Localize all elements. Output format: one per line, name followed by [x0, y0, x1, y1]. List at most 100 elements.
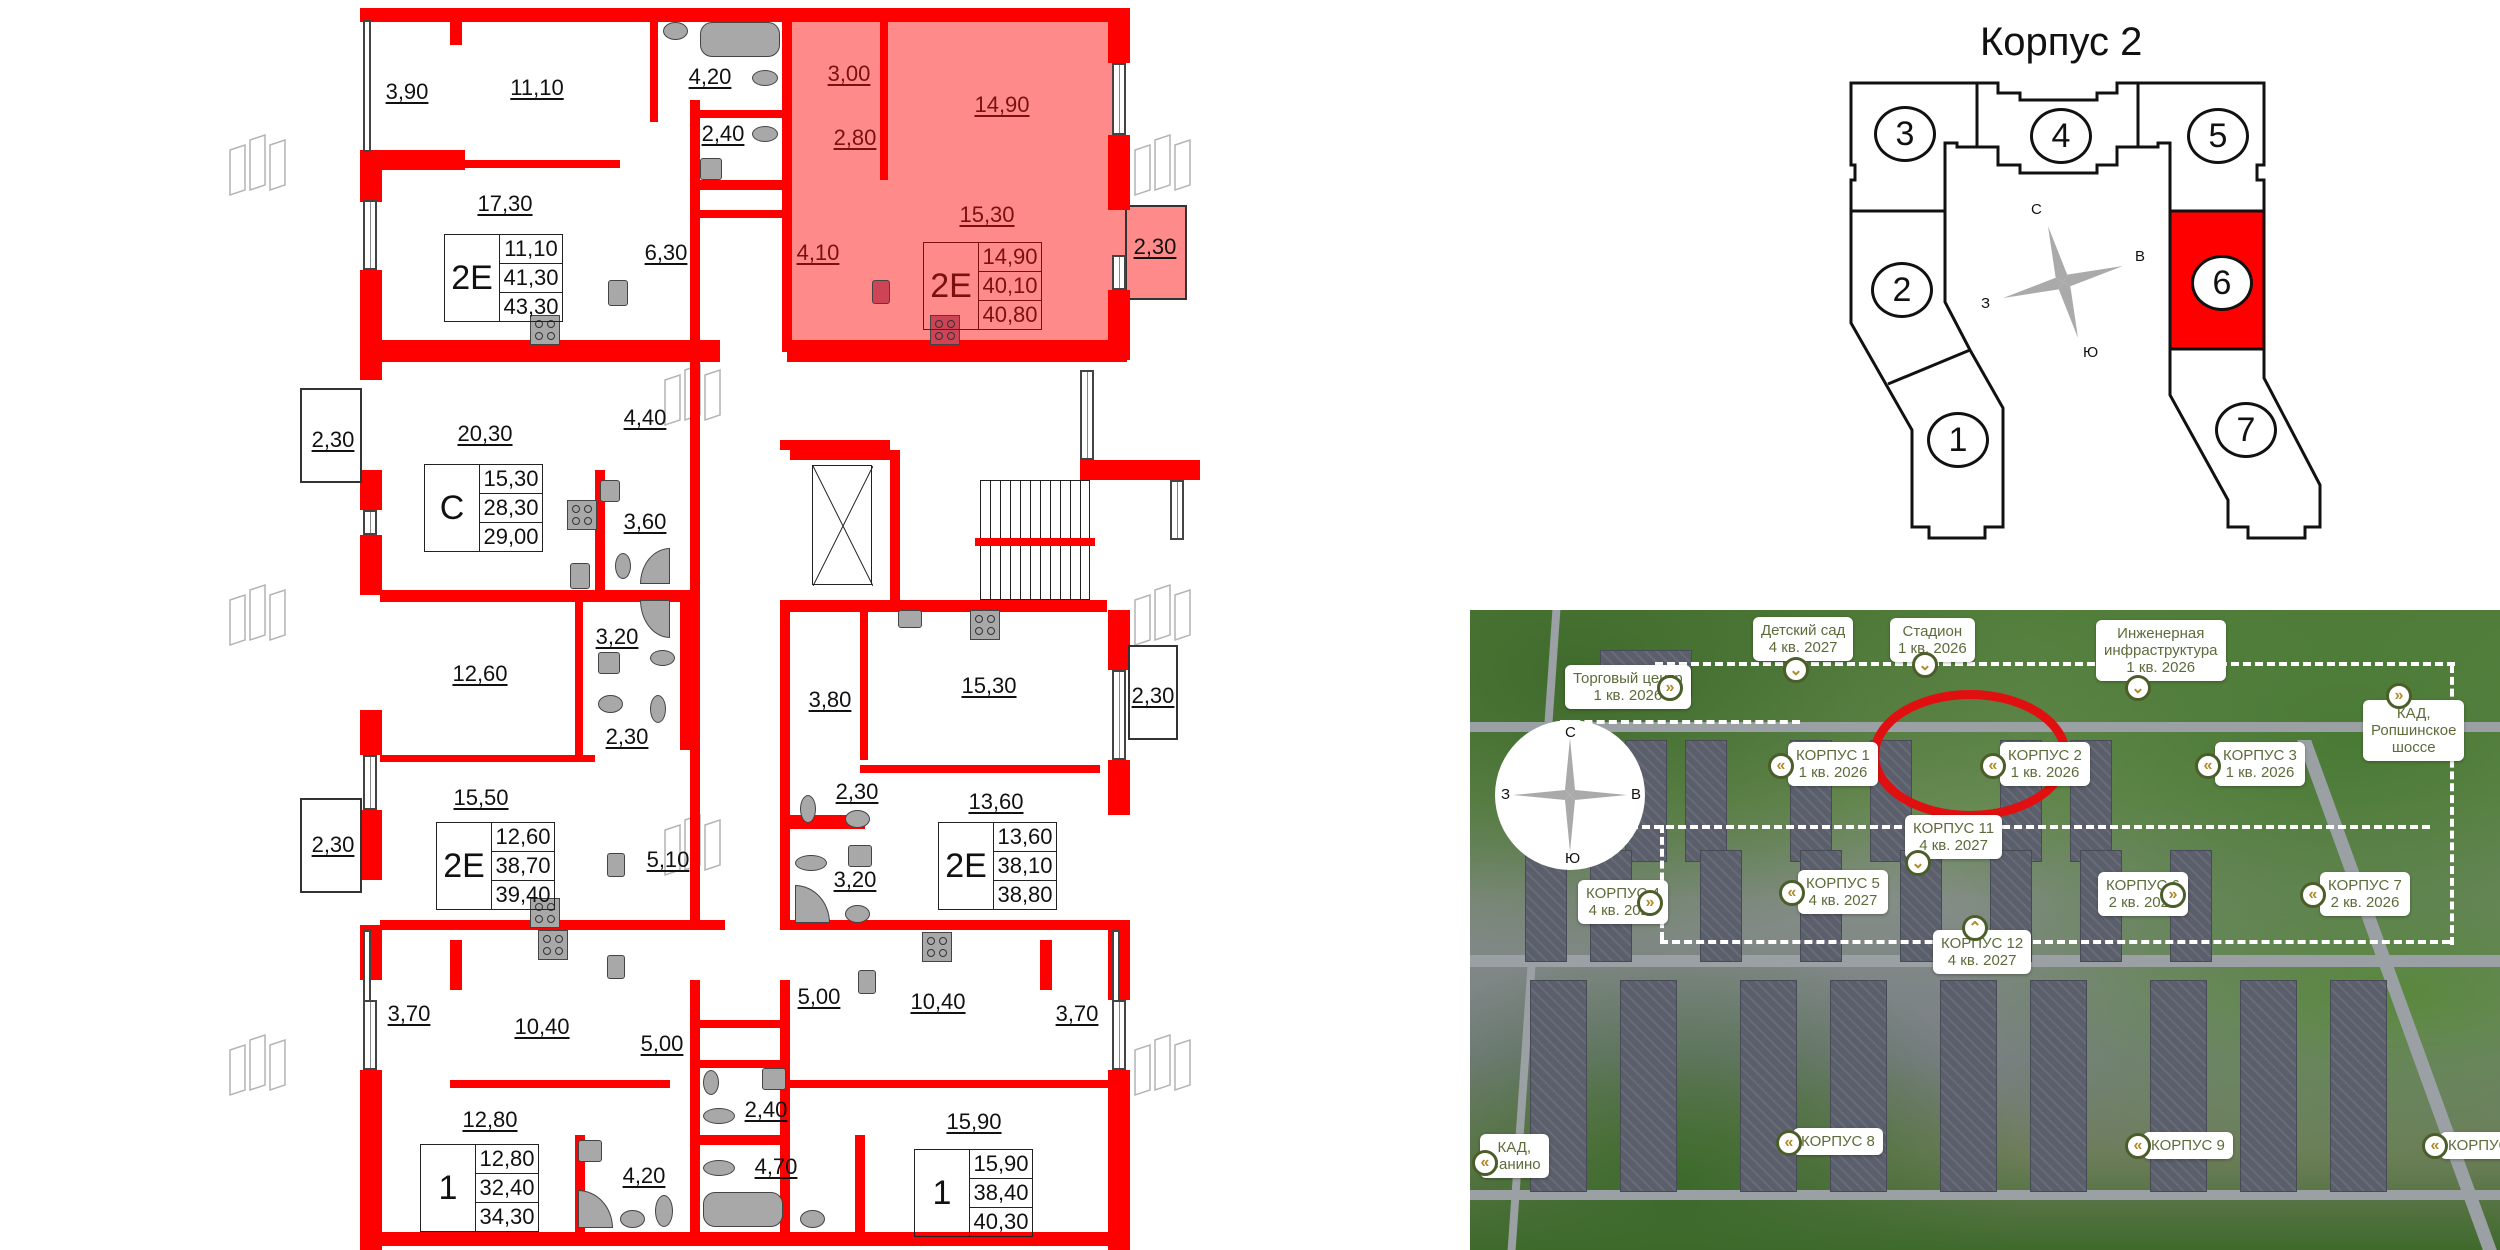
- apartment-type: 2E: [924, 243, 979, 329]
- chevron-down-icon[interactable]: ⌄: [1912, 652, 1938, 678]
- balcony-left-lower: [300, 798, 362, 893]
- chevron-right-icon[interactable]: »: [2160, 882, 2186, 908]
- chevron-left-icon[interactable]: «: [2125, 1133, 2151, 1159]
- label-line: Детский сад: [1761, 622, 1846, 639]
- total-area: 38,70: [492, 852, 554, 881]
- room-area: 3,70: [1055, 1001, 1099, 1026]
- section-5-button[interactable]: 5: [2187, 108, 2249, 164]
- sink-icon: [620, 1210, 645, 1228]
- toilet-icon: [650, 650, 675, 666]
- chevron-up-icon[interactable]: ⌃: [1962, 915, 1988, 941]
- toilet-icon: [655, 1195, 673, 1227]
- toilet-icon: [752, 126, 778, 142]
- total-area: 32,40: [476, 1174, 538, 1203]
- room-area: 2,30: [1133, 234, 1177, 259]
- room-area: 2,30: [835, 779, 879, 804]
- room-area: 15,30: [959, 202, 1015, 227]
- washer-icon: [762, 1068, 786, 1090]
- total-area-balcony: 39,40: [495, 882, 551, 907]
- room-area: 2,30: [1131, 683, 1175, 708]
- chevron-right-icon[interactable]: »: [2386, 683, 2412, 709]
- room-area: 3,90: [385, 79, 429, 104]
- label-line: КАД,: [2396, 705, 2431, 722]
- apartment-type: 1: [915, 1150, 970, 1236]
- section-1-button[interactable]: 1: [1927, 412, 1989, 468]
- room-area: 10,40: [910, 989, 966, 1014]
- map-label-korpus-9[interactable]: КОРПУС 9: [2143, 1132, 2233, 1159]
- chevron-right-icon[interactable]: »: [1637, 890, 1663, 916]
- section-4-button[interactable]: 4: [2030, 108, 2092, 164]
- chevron-left-icon[interactable]: «: [1472, 1150, 1498, 1176]
- chevron-left-icon[interactable]: «: [1776, 1130, 1802, 1156]
- shower-icon: [578, 1190, 613, 1228]
- washer-icon: [578, 1140, 602, 1162]
- total-area-balcony: 43,30: [503, 294, 559, 319]
- living-area: 13,60: [994, 823, 1056, 852]
- chevron-left-icon[interactable]: «: [2422, 1133, 2448, 1159]
- sink-icon: [598, 695, 623, 713]
- chevron-left-icon[interactable]: «: [1768, 753, 1794, 779]
- living-area: 15,90: [970, 1150, 1032, 1179]
- chevron-left-icon[interactable]: «: [2195, 753, 2221, 779]
- label-line: 1 кв. 2026: [2126, 659, 2196, 676]
- room-area: 2,80: [833, 125, 877, 150]
- section-6-button[interactable]: 6: [2191, 255, 2253, 311]
- washer-icon: [600, 480, 620, 502]
- room-area: 11,10: [510, 75, 564, 100]
- room-area: 4,70: [754, 1154, 798, 1179]
- building-section-diagram: Корпус 2 3 4 5 2 6 1 7 С В З Ю: [1820, 0, 2340, 590]
- room-area: 10,40: [514, 1014, 570, 1039]
- sink-icon: [607, 853, 625, 877]
- chevron-right-icon[interactable]: »: [1657, 675, 1683, 701]
- label-line: КОРПУС 2: [2008, 747, 2082, 764]
- room-area: 5,00: [640, 1031, 684, 1056]
- living-area: 14,90: [979, 243, 1041, 272]
- selected-apartment-highlight[interactable]: [787, 12, 1125, 357]
- chevron-left-icon[interactable]: «: [1980, 753, 2006, 779]
- toilet-icon: [800, 795, 816, 823]
- shower-icon: [640, 548, 670, 584]
- washer-icon: [848, 845, 872, 867]
- map-label-korpus-8[interactable]: КОРПУС 8: [1793, 1128, 1883, 1155]
- stove-icon: [530, 898, 560, 928]
- toilet-icon: [703, 1108, 735, 1124]
- chevron-left-icon[interactable]: «: [2300, 882, 2326, 908]
- apartment-type: 2E: [437, 823, 492, 909]
- section-3-button[interactable]: 3: [1874, 106, 1936, 162]
- section-7-button[interactable]: 7: [2215, 402, 2277, 458]
- room-area: 2,40: [744, 1097, 788, 1122]
- selected-apartment-balcony-highlight: [1125, 205, 1187, 300]
- chevron-down-icon[interactable]: ⌄: [1905, 850, 1931, 876]
- total-area-balcony: 38,80: [997, 882, 1053, 907]
- label-line: Стадион: [1902, 623, 1963, 640]
- total-area: 41,30: [500, 264, 562, 293]
- chevron-down-icon[interactable]: ⌄: [2125, 675, 2151, 701]
- map-label-korpus-10[interactable]: КОРПУС 10: [2440, 1132, 2500, 1159]
- section-2-button[interactable]: 2: [1871, 262, 1933, 318]
- sink-icon: [898, 610, 922, 628]
- room-area: 13,60: [968, 789, 1024, 814]
- room-area: 4,40: [623, 405, 667, 430]
- toilet-icon: [615, 553, 631, 579]
- label-line: 4 кв. 2027: [1947, 952, 2017, 969]
- compass-star-icon: [1513, 738, 1627, 852]
- chevron-down-icon[interactable]: ⌄: [1783, 657, 1809, 683]
- chevron-left-icon[interactable]: «: [1779, 880, 1805, 906]
